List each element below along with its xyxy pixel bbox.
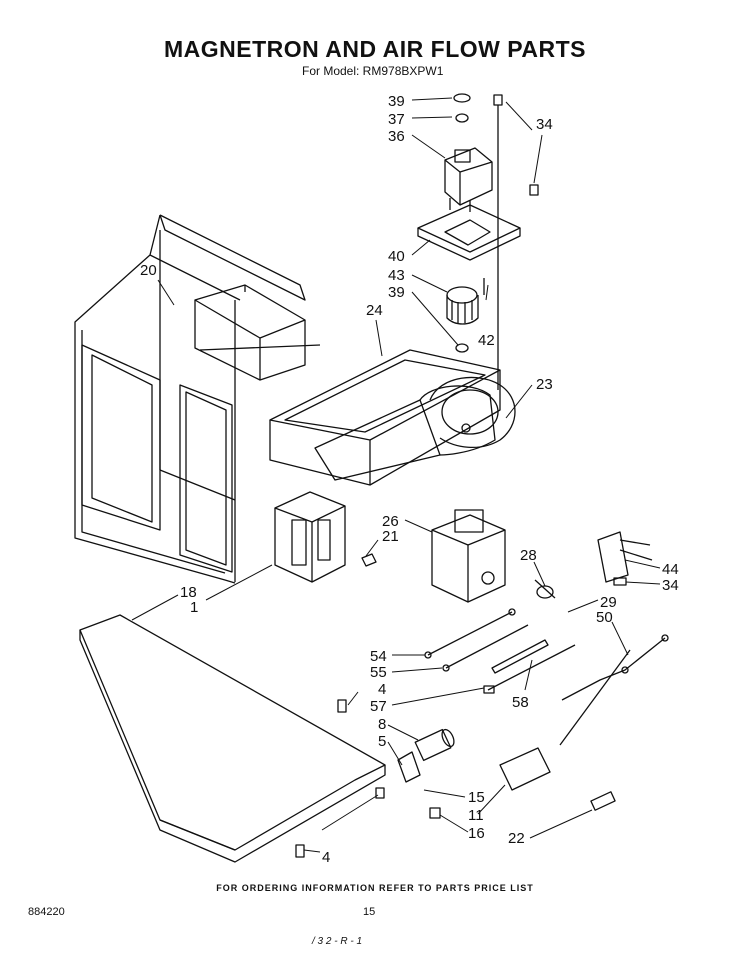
callout-39b: 39 <box>388 284 405 301</box>
blower-housing <box>429 376 516 449</box>
callout-22: 22 <box>508 830 525 847</box>
callout-24: 24 <box>366 302 383 319</box>
callout-55: 55 <box>370 664 387 681</box>
callout-57: 57 <box>370 698 387 715</box>
callout-18: 18 <box>180 584 197 601</box>
page-title: MAGNETRON AND AIR FLOW PARTS <box>163 36 586 62</box>
model-subtitle: For Model: RM978BXPW1 <box>302 64 444 78</box>
air-guide-duct <box>269 349 501 486</box>
callout-28: 28 <box>520 547 537 564</box>
fuse-holder <box>499 747 616 811</box>
callout-23: 23 <box>536 376 553 393</box>
base-plate <box>79 614 386 863</box>
callout-16: 16 <box>468 825 485 842</box>
callout-4: 4 <box>378 681 386 698</box>
callout-43: 43 <box>388 267 405 284</box>
thermostat <box>597 531 653 583</box>
handwritten-mark: / 3 2 - R - 1 <box>312 936 363 947</box>
callout-36: 36 <box>388 128 405 145</box>
magnetron <box>431 509 506 603</box>
callout-26: 26 <box>382 513 399 530</box>
page-number: 15 <box>363 906 376 918</box>
callout-29: 29 <box>600 594 617 611</box>
capacitor <box>397 728 455 783</box>
callout-34b: 34 <box>662 577 679 594</box>
callout-11: 11 <box>468 807 484 824</box>
door-frame <box>81 344 233 573</box>
callout-39: 39 <box>388 93 405 110</box>
ordering-note: FOR ORDERING INFORMATION REFER TO PARTS … <box>216 883 534 893</box>
callout-8: 8 <box>378 716 386 733</box>
motor-bracket <box>417 204 521 261</box>
callout-34: 34 <box>536 116 553 133</box>
callout-21: 21 <box>382 528 399 545</box>
callout-4b: 4 <box>322 849 330 866</box>
callout-50: 50 <box>596 609 613 626</box>
callout-20: 20 <box>140 262 157 279</box>
transformer <box>274 491 346 583</box>
fan-motor <box>444 147 493 212</box>
callout-42: 42 <box>478 332 495 349</box>
cabinet-shell <box>74 214 306 584</box>
callout-37: 37 <box>388 111 405 128</box>
fan-blade <box>446 286 479 353</box>
callout-5: 5 <box>378 733 386 750</box>
document-number: 884220 <box>28 906 65 918</box>
callout-54: 54 <box>370 648 387 665</box>
callout-15: 15 <box>468 789 485 806</box>
wire-leads <box>424 608 669 746</box>
callout-40: 40 <box>388 248 405 265</box>
callout-44: 44 <box>662 561 679 578</box>
callout-58: 58 <box>512 694 529 711</box>
callout-1: 1 <box>190 599 198 616</box>
control-box <box>194 284 321 381</box>
